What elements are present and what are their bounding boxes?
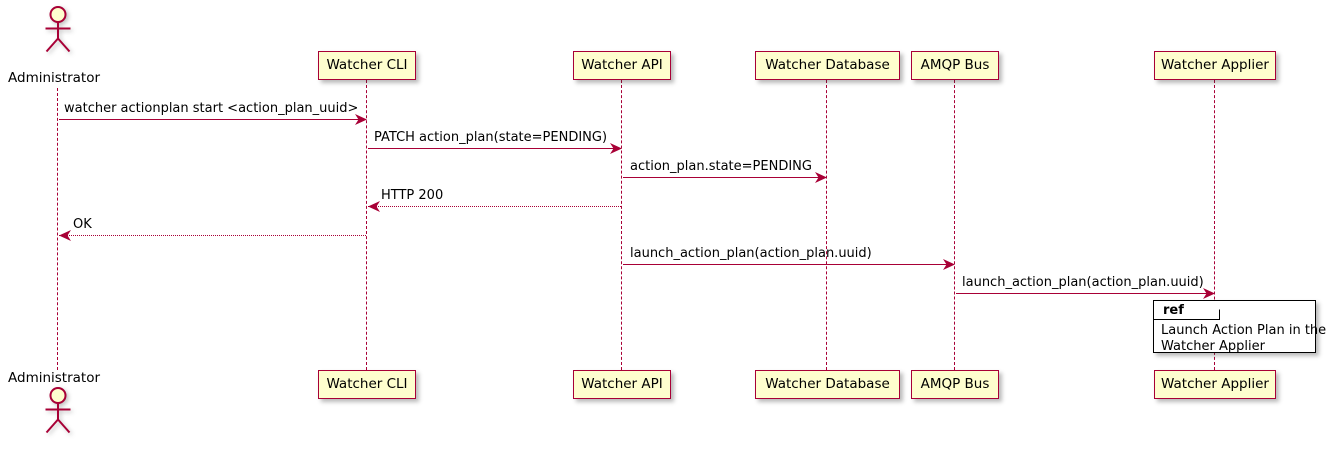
actor-label-administrator-bottom: Administrator <box>8 370 101 386</box>
message-line-1 <box>59 119 366 120</box>
participant-amqp-bus-bottom[interactable]: AMQP Bus <box>911 370 999 399</box>
message-line-2 <box>368 148 621 149</box>
message-arrowhead-2 <box>610 142 622 154</box>
message-line-6 <box>623 264 954 265</box>
participant-watcher-cli-bottom[interactable]: Watcher CLI <box>318 370 416 399</box>
lifeline-administrator <box>57 88 59 370</box>
message-label-2: PATCH action_plan(state=PENDING) <box>374 130 608 145</box>
lifeline-watcher-applier <box>1214 80 1216 370</box>
fragment-body-line: Watcher Applier <box>1161 338 1265 354</box>
message-label-4: HTTP 200 <box>381 188 444 203</box>
participant-watcher-database-top[interactable]: Watcher Database <box>755 51 900 80</box>
message-label-3: action_plan.state=PENDING <box>630 159 812 174</box>
message-arrowhead-3 <box>815 171 827 183</box>
participant-amqp-bus-top[interactable]: AMQP Bus <box>911 51 999 80</box>
fragment-body-line: Launch Action Plan in the <box>1161 323 1327 338</box>
message-line-4 <box>368 206 621 207</box>
message-line-3 <box>623 177 826 178</box>
fragment-tab-label-ref-launch-action-plan: ref <box>1163 303 1184 318</box>
actor-figure-administrator-bottom <box>42 385 74 435</box>
lifeline-watcher-cli <box>366 80 368 370</box>
actor-figure-administrator-top <box>42 4 74 54</box>
message-arrowhead-1 <box>355 113 367 125</box>
participant-watcher-applier-top[interactable]: Watcher Applier <box>1154 51 1276 80</box>
message-arrowhead-5 <box>59 229 71 241</box>
message-line-7 <box>956 293 1214 294</box>
message-label-7: launch_action_plan(action_plan.uuid) <box>962 275 1204 290</box>
participant-watcher-api-bottom[interactable]: Watcher API <box>573 370 671 399</box>
lifeline-watcher-api <box>621 80 623 370</box>
participant-watcher-database-bottom[interactable]: Watcher Database <box>755 370 900 399</box>
message-arrowhead-7 <box>1203 287 1215 299</box>
message-arrowhead-6 <box>943 258 955 270</box>
message-arrowhead-4 <box>368 200 380 212</box>
lifeline-watcher-database <box>826 80 828 370</box>
message-label-5: OK <box>73 217 92 232</box>
message-line-5 <box>59 235 366 236</box>
actor-label-administrator-top: Administrator <box>8 70 101 86</box>
fragment-tab-ref-launch-action-plan <box>1154 301 1220 320</box>
message-label-6: launch_action_plan(action_plan.uuid) <box>630 246 872 261</box>
participant-watcher-api-top[interactable]: Watcher API <box>573 51 671 80</box>
message-label-1: watcher actionplan start <action_plan_uu… <box>64 101 359 116</box>
participant-watcher-applier-bottom[interactable]: Watcher Applier <box>1154 370 1276 399</box>
lifeline-amqp-bus <box>954 80 956 370</box>
participant-watcher-cli-top[interactable]: Watcher CLI <box>318 51 416 80</box>
